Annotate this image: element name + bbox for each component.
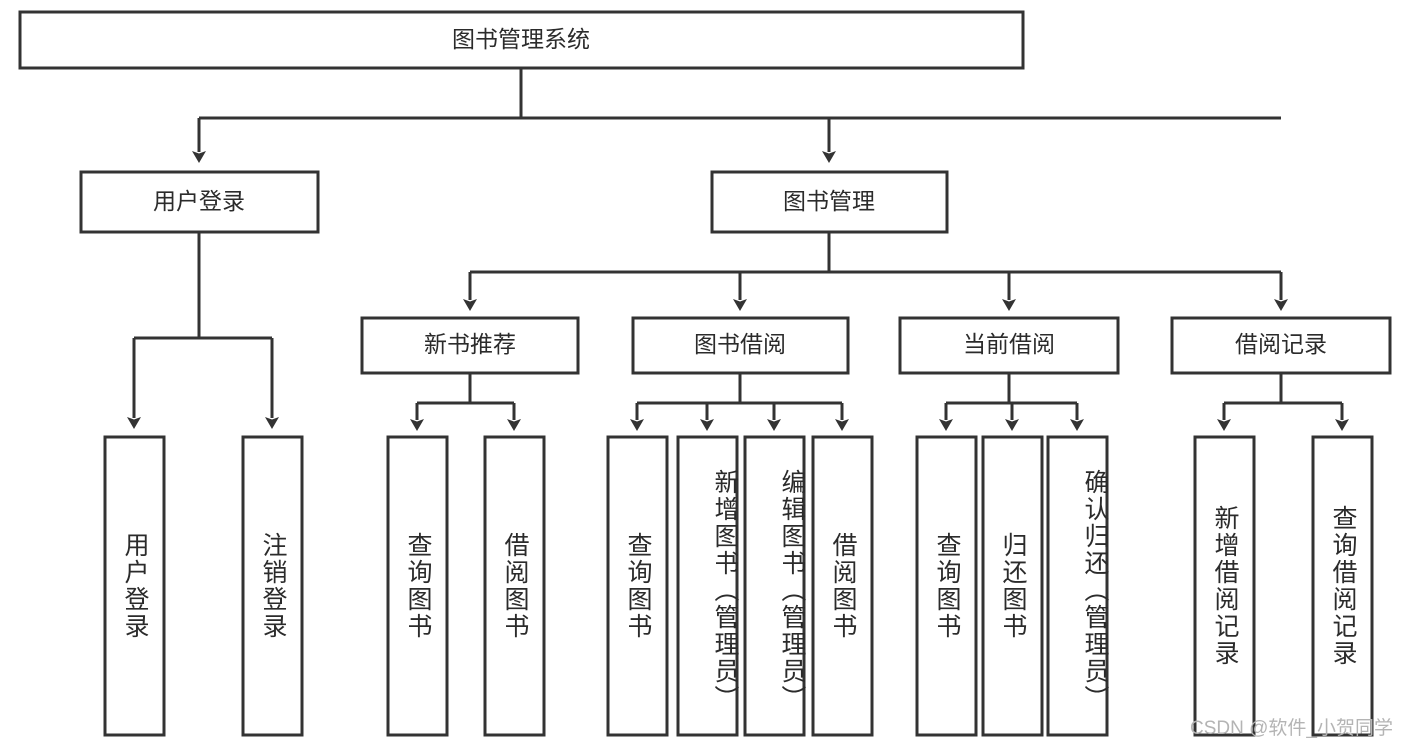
leaf-user-login-1[interactable] [241, 435, 304, 737]
node-current-borrow-label: 当前借阅 [963, 331, 1055, 357]
connector-root-to-bus [192, 68, 1281, 163]
node-borrow-record[interactable] [1170, 316, 1392, 375]
connector-user-login-children [127, 232, 279, 429]
node-user-login-label: 用户登录 [153, 188, 245, 214]
leaf-borrow-book-1[interactable] [676, 435, 739, 737]
connector-book-manage-children [463, 232, 1288, 311]
leaf-current-borrow-2[interactable] [1046, 435, 1109, 737]
node-new-book-recommend-label: 新书推荐 [424, 331, 516, 357]
leaf-current-borrow-0[interactable] [915, 435, 978, 737]
leaf-user-login-0[interactable] [103, 435, 166, 737]
leaf-new-book-0[interactable] [386, 435, 449, 737]
connector-current-borrow-children [939, 373, 1084, 431]
node-borrow-record-label: 借阅记录 [1235, 331, 1327, 357]
connector-borrow-book-children [630, 373, 849, 431]
connector-borrow-record-children [1217, 373, 1349, 431]
node-book-borrow-label: 图书借阅 [694, 331, 786, 357]
node-book-manage-label: 图书管理 [783, 188, 875, 214]
node-root-label: 图书管理系统 [452, 26, 590, 52]
node-book-manage[interactable] [710, 170, 949, 234]
node-new-book-recommend[interactable] [360, 316, 580, 375]
node-current-borrow[interactable] [898, 316, 1120, 375]
watermark-text: CSDN @软件_小贺同学 [1190, 718, 1393, 739]
leaf-borrow-record-1[interactable] [1311, 435, 1374, 737]
leaf-current-borrow-1[interactable] [981, 435, 1044, 737]
leaf-borrow-book-0[interactable] [606, 435, 669, 737]
leaf-borrow-book-2[interactable] [743, 435, 806, 737]
node-user-login[interactable] [79, 170, 320, 234]
node-root[interactable] [18, 10, 1025, 70]
leaf-new-book-1[interactable] [483, 435, 546, 737]
leaf-borrow-book-3[interactable] [811, 435, 874, 737]
connector-new-book-children [410, 373, 521, 431]
node-book-borrow[interactable] [631, 316, 850, 375]
leaf-borrow-record-0[interactable] [1193, 435, 1256, 737]
